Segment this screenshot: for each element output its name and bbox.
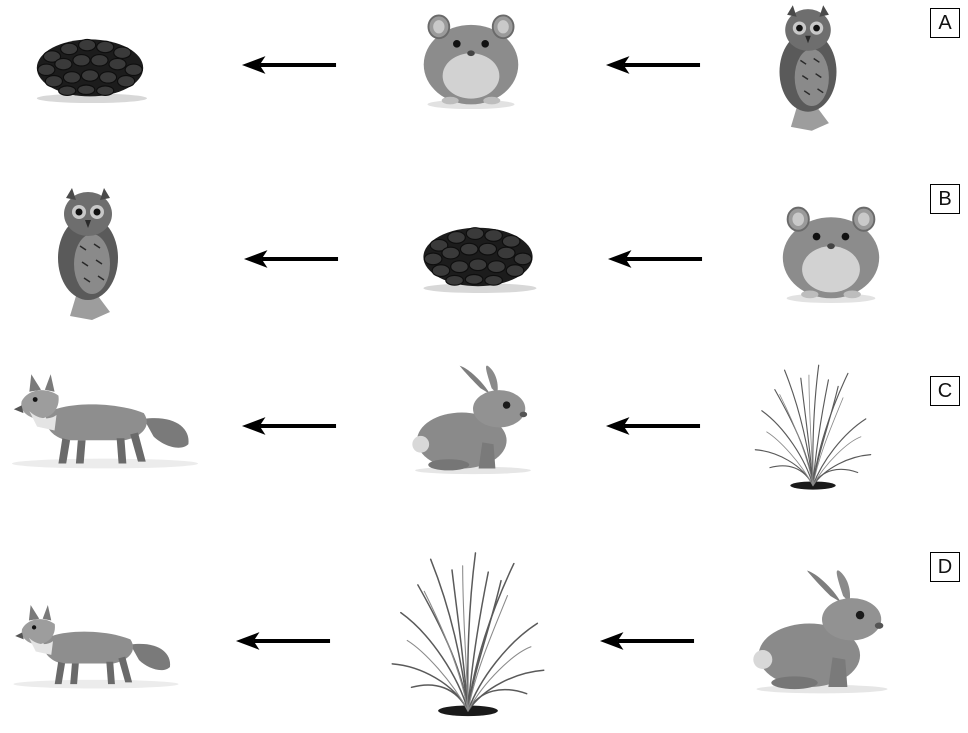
rabbit-image bbox=[748, 552, 896, 712]
hamster-image bbox=[772, 198, 890, 304]
option-label[interactable]: C bbox=[930, 376, 960, 406]
hamster-image bbox=[412, 6, 530, 110]
arrow-left-icon bbox=[240, 414, 338, 438]
option-label[interactable]: A bbox=[930, 8, 960, 38]
corn-cob-image bbox=[20, 28, 160, 104]
grass-image bbox=[738, 362, 888, 492]
arrow-left-icon bbox=[234, 628, 332, 654]
option-label[interactable]: D bbox=[930, 552, 960, 582]
owl-image bbox=[46, 184, 130, 324]
arrow-left-icon bbox=[604, 414, 702, 438]
arrow-left-icon bbox=[598, 628, 696, 654]
arrow-left-icon bbox=[240, 53, 338, 77]
rabbit-image bbox=[404, 364, 542, 476]
corn-cob-image bbox=[408, 216, 548, 294]
arrow-left-icon bbox=[604, 53, 702, 77]
option-label[interactable]: B bbox=[930, 184, 960, 214]
fox-image bbox=[10, 572, 182, 712]
owl-image bbox=[770, 0, 846, 136]
fox-image bbox=[8, 360, 202, 472]
grass-image bbox=[388, 546, 548, 722]
arrow-left-icon bbox=[242, 247, 340, 271]
arrow-left-icon bbox=[606, 247, 704, 271]
